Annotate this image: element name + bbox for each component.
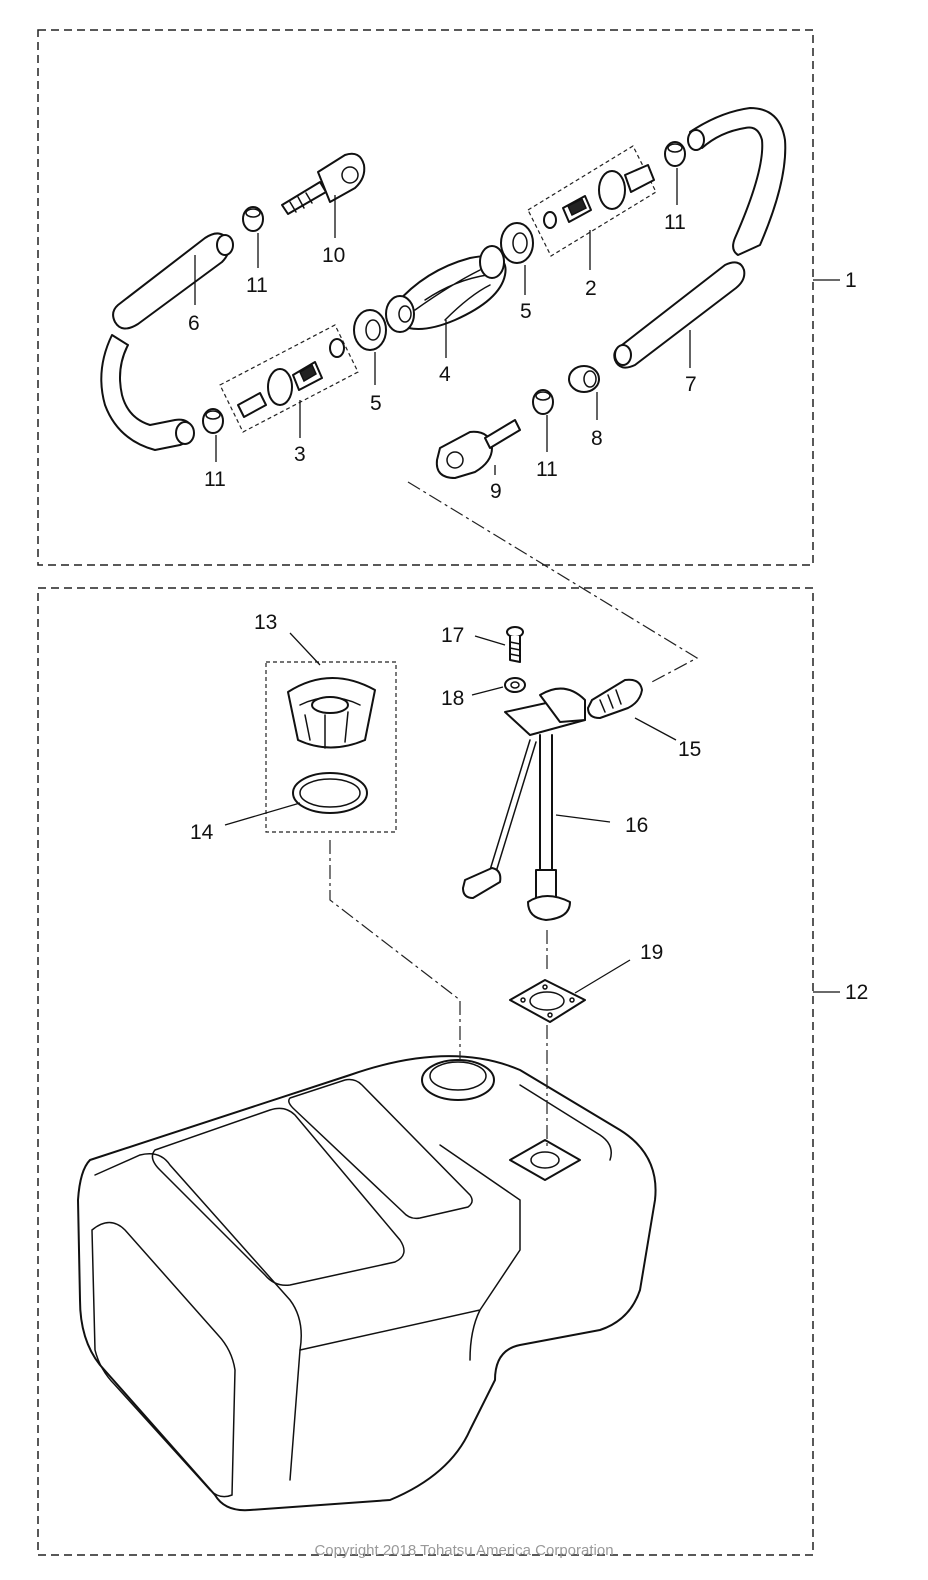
fuel-line-assembly-box xyxy=(37,29,814,566)
callout-4: 4 xyxy=(439,363,451,386)
check-valve-2 xyxy=(527,145,657,257)
copyright-text: Copyright 2018 Tohatsu America Corporati… xyxy=(314,1542,613,1559)
clip-11-c xyxy=(664,141,686,167)
fuel-gauge-16 xyxy=(462,687,586,921)
hose-7 xyxy=(613,261,746,369)
clip-11-a xyxy=(242,206,264,232)
callout-18: 18 xyxy=(441,687,464,710)
callout-3: 3 xyxy=(294,443,306,466)
cap-13-box xyxy=(265,661,397,833)
callout-15: 15 xyxy=(678,738,701,761)
assembly-line-13-tank xyxy=(329,840,461,1060)
hose-7-upper xyxy=(687,107,787,256)
callout-5a: 5 xyxy=(370,392,382,415)
leader-lines xyxy=(194,168,840,994)
hose-6-lower xyxy=(100,334,195,451)
callout-13: 13 xyxy=(254,611,277,634)
clip-11-b xyxy=(202,408,224,434)
o-ring-14 xyxy=(292,772,368,814)
callout-10: 10 xyxy=(322,244,345,267)
gasket-19 xyxy=(509,979,586,1023)
callout-11d: 11 xyxy=(536,458,558,481)
callout-11b: 11 xyxy=(204,468,226,491)
callout-11c: 11 xyxy=(664,211,686,234)
washer-18 xyxy=(504,677,526,693)
sleeve-5-a xyxy=(353,309,387,351)
assembly-line-9-15 xyxy=(407,481,699,684)
callout-19: 19 xyxy=(640,941,663,964)
primer-bulb-4 xyxy=(385,245,507,333)
fitting-15 xyxy=(587,678,643,719)
callout-16: 16 xyxy=(625,814,648,837)
connector-9 xyxy=(435,419,521,479)
callout-12: 12 xyxy=(845,981,868,1004)
callout-6: 6 xyxy=(188,312,200,335)
check-valve-3 xyxy=(219,324,359,433)
clip-11-d xyxy=(532,389,554,415)
callout-14: 14 xyxy=(190,821,214,844)
callout-9: 9 xyxy=(490,480,502,503)
hose-6 xyxy=(112,232,234,330)
fuel-cap-13 xyxy=(287,677,376,749)
sleeve-5-b xyxy=(500,222,534,264)
callout-17: 17 xyxy=(441,624,464,647)
callout-2: 2 xyxy=(585,277,597,300)
callout-7: 7 xyxy=(685,373,697,396)
callout-5b: 5 xyxy=(520,300,532,323)
fuel-tank xyxy=(77,1055,657,1512)
connector-10 xyxy=(281,152,366,215)
screw-17 xyxy=(506,626,524,663)
callout-8: 8 xyxy=(591,427,603,450)
callout-1: 1 xyxy=(845,269,857,292)
callout-11a: 11 xyxy=(246,274,268,297)
sleeve-8 xyxy=(568,365,600,393)
